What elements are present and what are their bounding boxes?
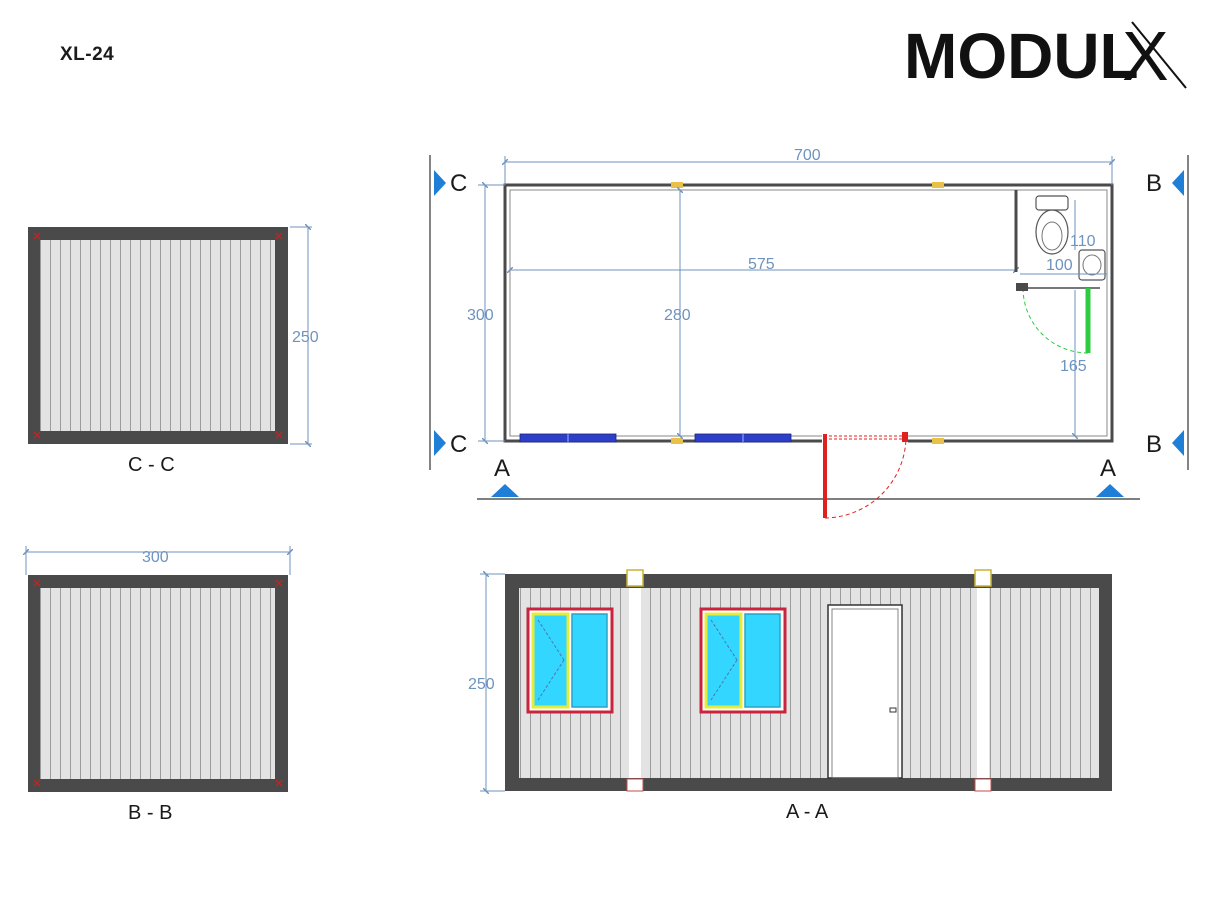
plan-width-label: 300 — [467, 307, 494, 324]
plan-window-left — [519, 433, 617, 443]
sink-icon — [1078, 249, 1106, 281]
plan-length-label: 700 — [794, 147, 821, 164]
plan-window-right — [694, 433, 792, 443]
section-cc: 250 C - C — [28, 227, 319, 476]
cc-section-title: C - C — [128, 454, 175, 476]
entrance-door-swing — [824, 437, 907, 519]
marker-a-right: A — [1100, 455, 1116, 482]
marker-c-bottom: C — [450, 431, 467, 458]
wc-depth-label: 110 — [1070, 233, 1096, 250]
marker-a-left-arrow-icon — [491, 484, 519, 497]
bb-wall-panel — [40, 588, 275, 779]
marker-c-bottom-arrow-icon — [434, 430, 446, 456]
marker-b-top: B — [1146, 170, 1162, 197]
aa-post-left — [629, 588, 641, 778]
toilet-icon — [1035, 195, 1069, 255]
section-bb: 300 B - B — [26, 546, 290, 824]
section-aa: 250 A - A — [468, 569, 1112, 823]
cc-corner-fittings — [33, 232, 283, 439]
wc-door-offset-label: 165 — [1060, 358, 1087, 375]
bb-width-label: 300 — [142, 549, 169, 566]
floor-plan: C C B B A A 700 300 280 — [429, 147, 1189, 519]
plan-posts — [671, 182, 944, 444]
wc-width-label: 100 — [1046, 257, 1073, 274]
plan-room-length-label: 575 — [748, 256, 775, 273]
brand-logo: MODUL X — [904, 17, 1187, 95]
marker-b-top-arrow-icon — [1172, 170, 1184, 196]
aa-post-right — [977, 588, 989, 778]
aa-entrance-door — [827, 604, 903, 779]
cc-wall-panel — [40, 240, 275, 431]
aa-wall-panel — [519, 588, 1099, 778]
wc-door-swing — [1022, 287, 1089, 354]
marker-c-top-arrow-icon — [434, 170, 446, 196]
aa-section-title: A - A — [786, 801, 829, 823]
aa-window-left — [526, 607, 614, 714]
aa-window-right — [699, 607, 787, 714]
marker-b-bottom: B — [1146, 431, 1162, 458]
brand-name: MODUL — [904, 20, 1139, 92]
model-code: XL-24 — [60, 44, 115, 65]
marker-c-top: C — [450, 170, 467, 197]
brand-name-suffix: X — [1122, 17, 1169, 95]
door-handle-icon — [889, 707, 897, 713]
marker-b-bottom-arrow-icon — [1172, 430, 1184, 456]
marker-a-right-arrow-icon — [1096, 484, 1124, 497]
marker-a-left: A — [494, 455, 510, 482]
logo-stroke-icon — [1131, 21, 1187, 89]
plan-inner-wall — [509, 189, 1108, 437]
cc-height-label: 250 — [292, 329, 319, 346]
plan-outer-wall — [503, 183, 1114, 443]
aa-height-label: 250 — [468, 676, 495, 693]
bb-section-title: B - B — [128, 802, 172, 824]
bb-corner-fittings — [33, 579, 283, 787]
plan-inner-width-label: 280 — [664, 307, 691, 324]
